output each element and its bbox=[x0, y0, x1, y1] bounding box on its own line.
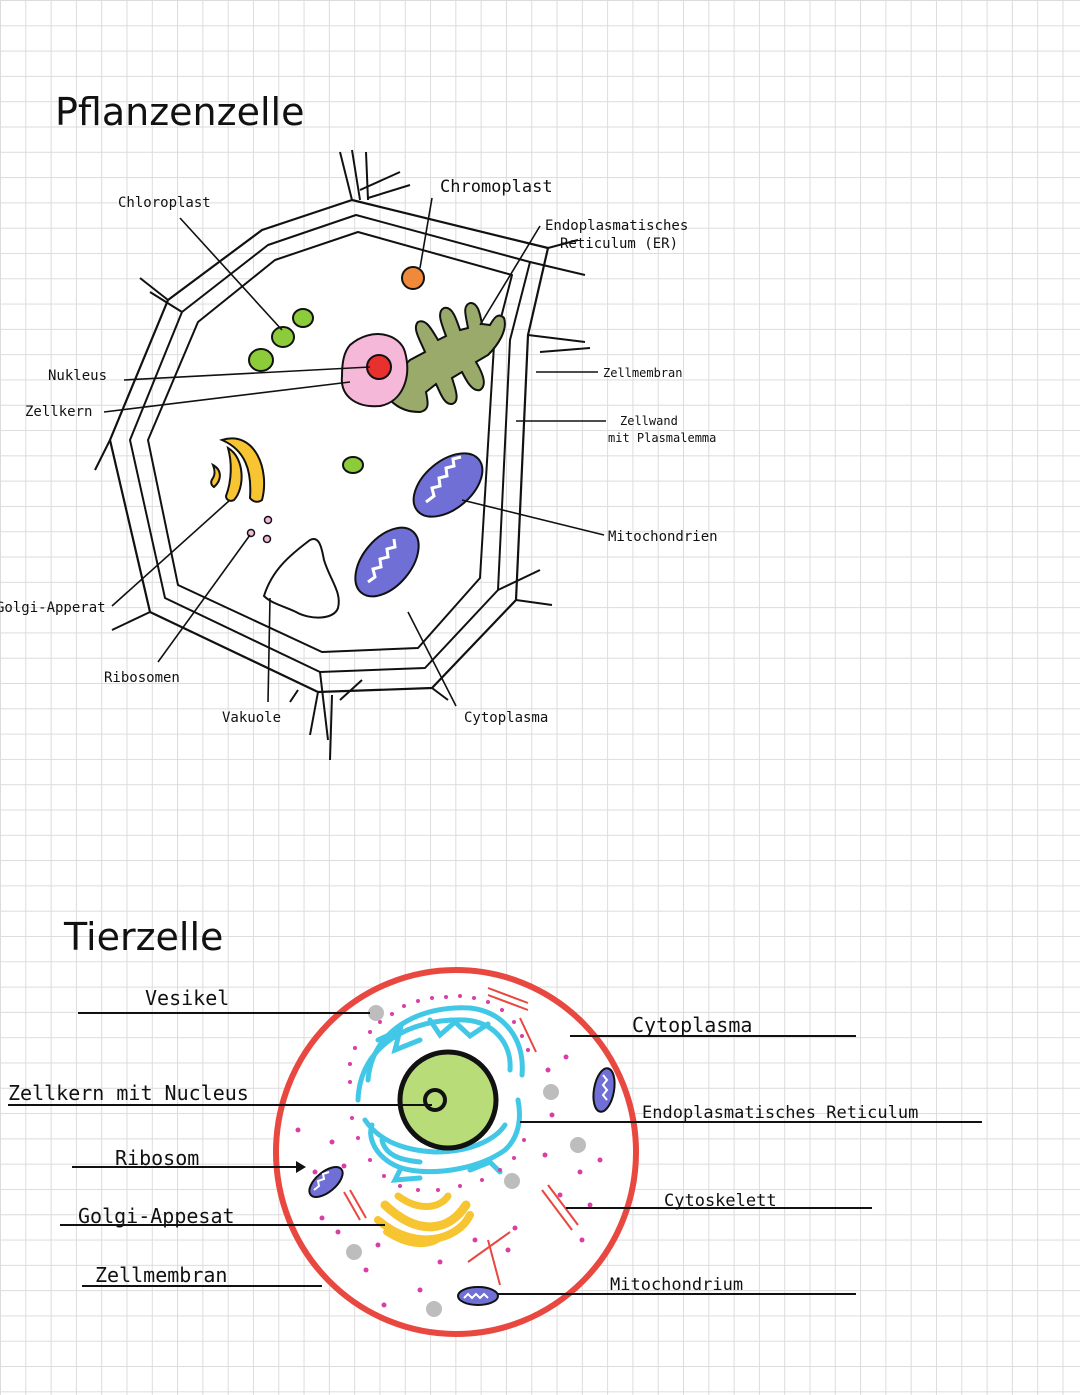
vakuole-label: Vakuole bbox=[222, 710, 281, 726]
animal-leader-lines bbox=[8, 1012, 982, 1295]
chloroplast-organelles bbox=[248, 308, 364, 474]
animal-golgi-organelle bbox=[374, 1192, 474, 1247]
plant-cell-diagram: Pflanzenzelle bbox=[0, 90, 718, 761]
zellmembran-label: Zellmembran bbox=[603, 366, 682, 380]
animal-nucleus-organelle bbox=[397, 1049, 499, 1151]
ribosom-arrowhead bbox=[296, 1161, 306, 1173]
plant-nucleolus-organelle bbox=[366, 354, 392, 380]
animal-er-organelle bbox=[355, 1005, 525, 1183]
plant-vacuole-organelle bbox=[262, 538, 340, 619]
chloroplast-label: Chloroplast bbox=[118, 195, 211, 211]
neighbor-wall-lines bbox=[94, 149, 591, 761]
mitochondrium-label: Mitochondrium bbox=[610, 1275, 743, 1295]
animal-mitochondria-organelles bbox=[308, 1067, 616, 1306]
animal-cell-title: Tierzelle bbox=[63, 915, 223, 959]
plant-er-organelle bbox=[388, 301, 506, 414]
chromoplast-label: Chromoplast bbox=[440, 177, 553, 197]
plant-golgi-organelle bbox=[210, 437, 266, 503]
ribosom-label: Ribosom bbox=[115, 1146, 199, 1170]
cytoskelett-label: Cytoskelett bbox=[664, 1191, 777, 1211]
animal-vesicles bbox=[346, 1005, 586, 1317]
animal-nucleolus-organelle bbox=[423, 1088, 447, 1112]
animal-cytoskeleton bbox=[343, 987, 579, 1286]
er-label-line2: Reticulum (ER) bbox=[560, 236, 678, 252]
er-label-line1: Endoplasmatisches bbox=[545, 218, 688, 234]
nukleus-label: Nukleus bbox=[48, 368, 107, 384]
plant-leader-lines bbox=[103, 197, 606, 707]
zellwand-label-line1: Zellwand bbox=[620, 414, 678, 428]
er-animal-label: Endoplasmatisches Reticulum bbox=[642, 1103, 918, 1123]
animal-ribosome-dots bbox=[295, 994, 603, 1308]
cytoplasma-label: Cytoplasma bbox=[464, 710, 548, 726]
golgi-apparat-label: Golgi-Appesat bbox=[78, 1204, 235, 1228]
plant-mitochondria-organelles bbox=[354, 452, 484, 598]
zellkern-label: Zellkern bbox=[25, 404, 92, 420]
chromoplast-organelle bbox=[401, 266, 425, 290]
animal-cell-diagram: Tierzelle bbox=[8, 915, 982, 1337]
vesikel-label: Vesikel bbox=[145, 986, 229, 1010]
ribosomen-label: Ribosomen bbox=[104, 670, 180, 686]
zellkern-nucleus-label: Zellkern mit Nucleus bbox=[8, 1081, 249, 1105]
golgi-label: Golgi-Apperat bbox=[0, 600, 106, 616]
mitochondrien-label: Mitochondrien bbox=[608, 529, 718, 545]
plant-cell-title: Pflanzenzelle bbox=[55, 90, 304, 134]
zellwand-label-line2: mit Plasmalemma bbox=[608, 431, 716, 445]
zellmembran-animal-label: Zellmembran bbox=[95, 1263, 227, 1287]
cytoplasma-animal-label: Cytoplasma bbox=[632, 1013, 752, 1037]
